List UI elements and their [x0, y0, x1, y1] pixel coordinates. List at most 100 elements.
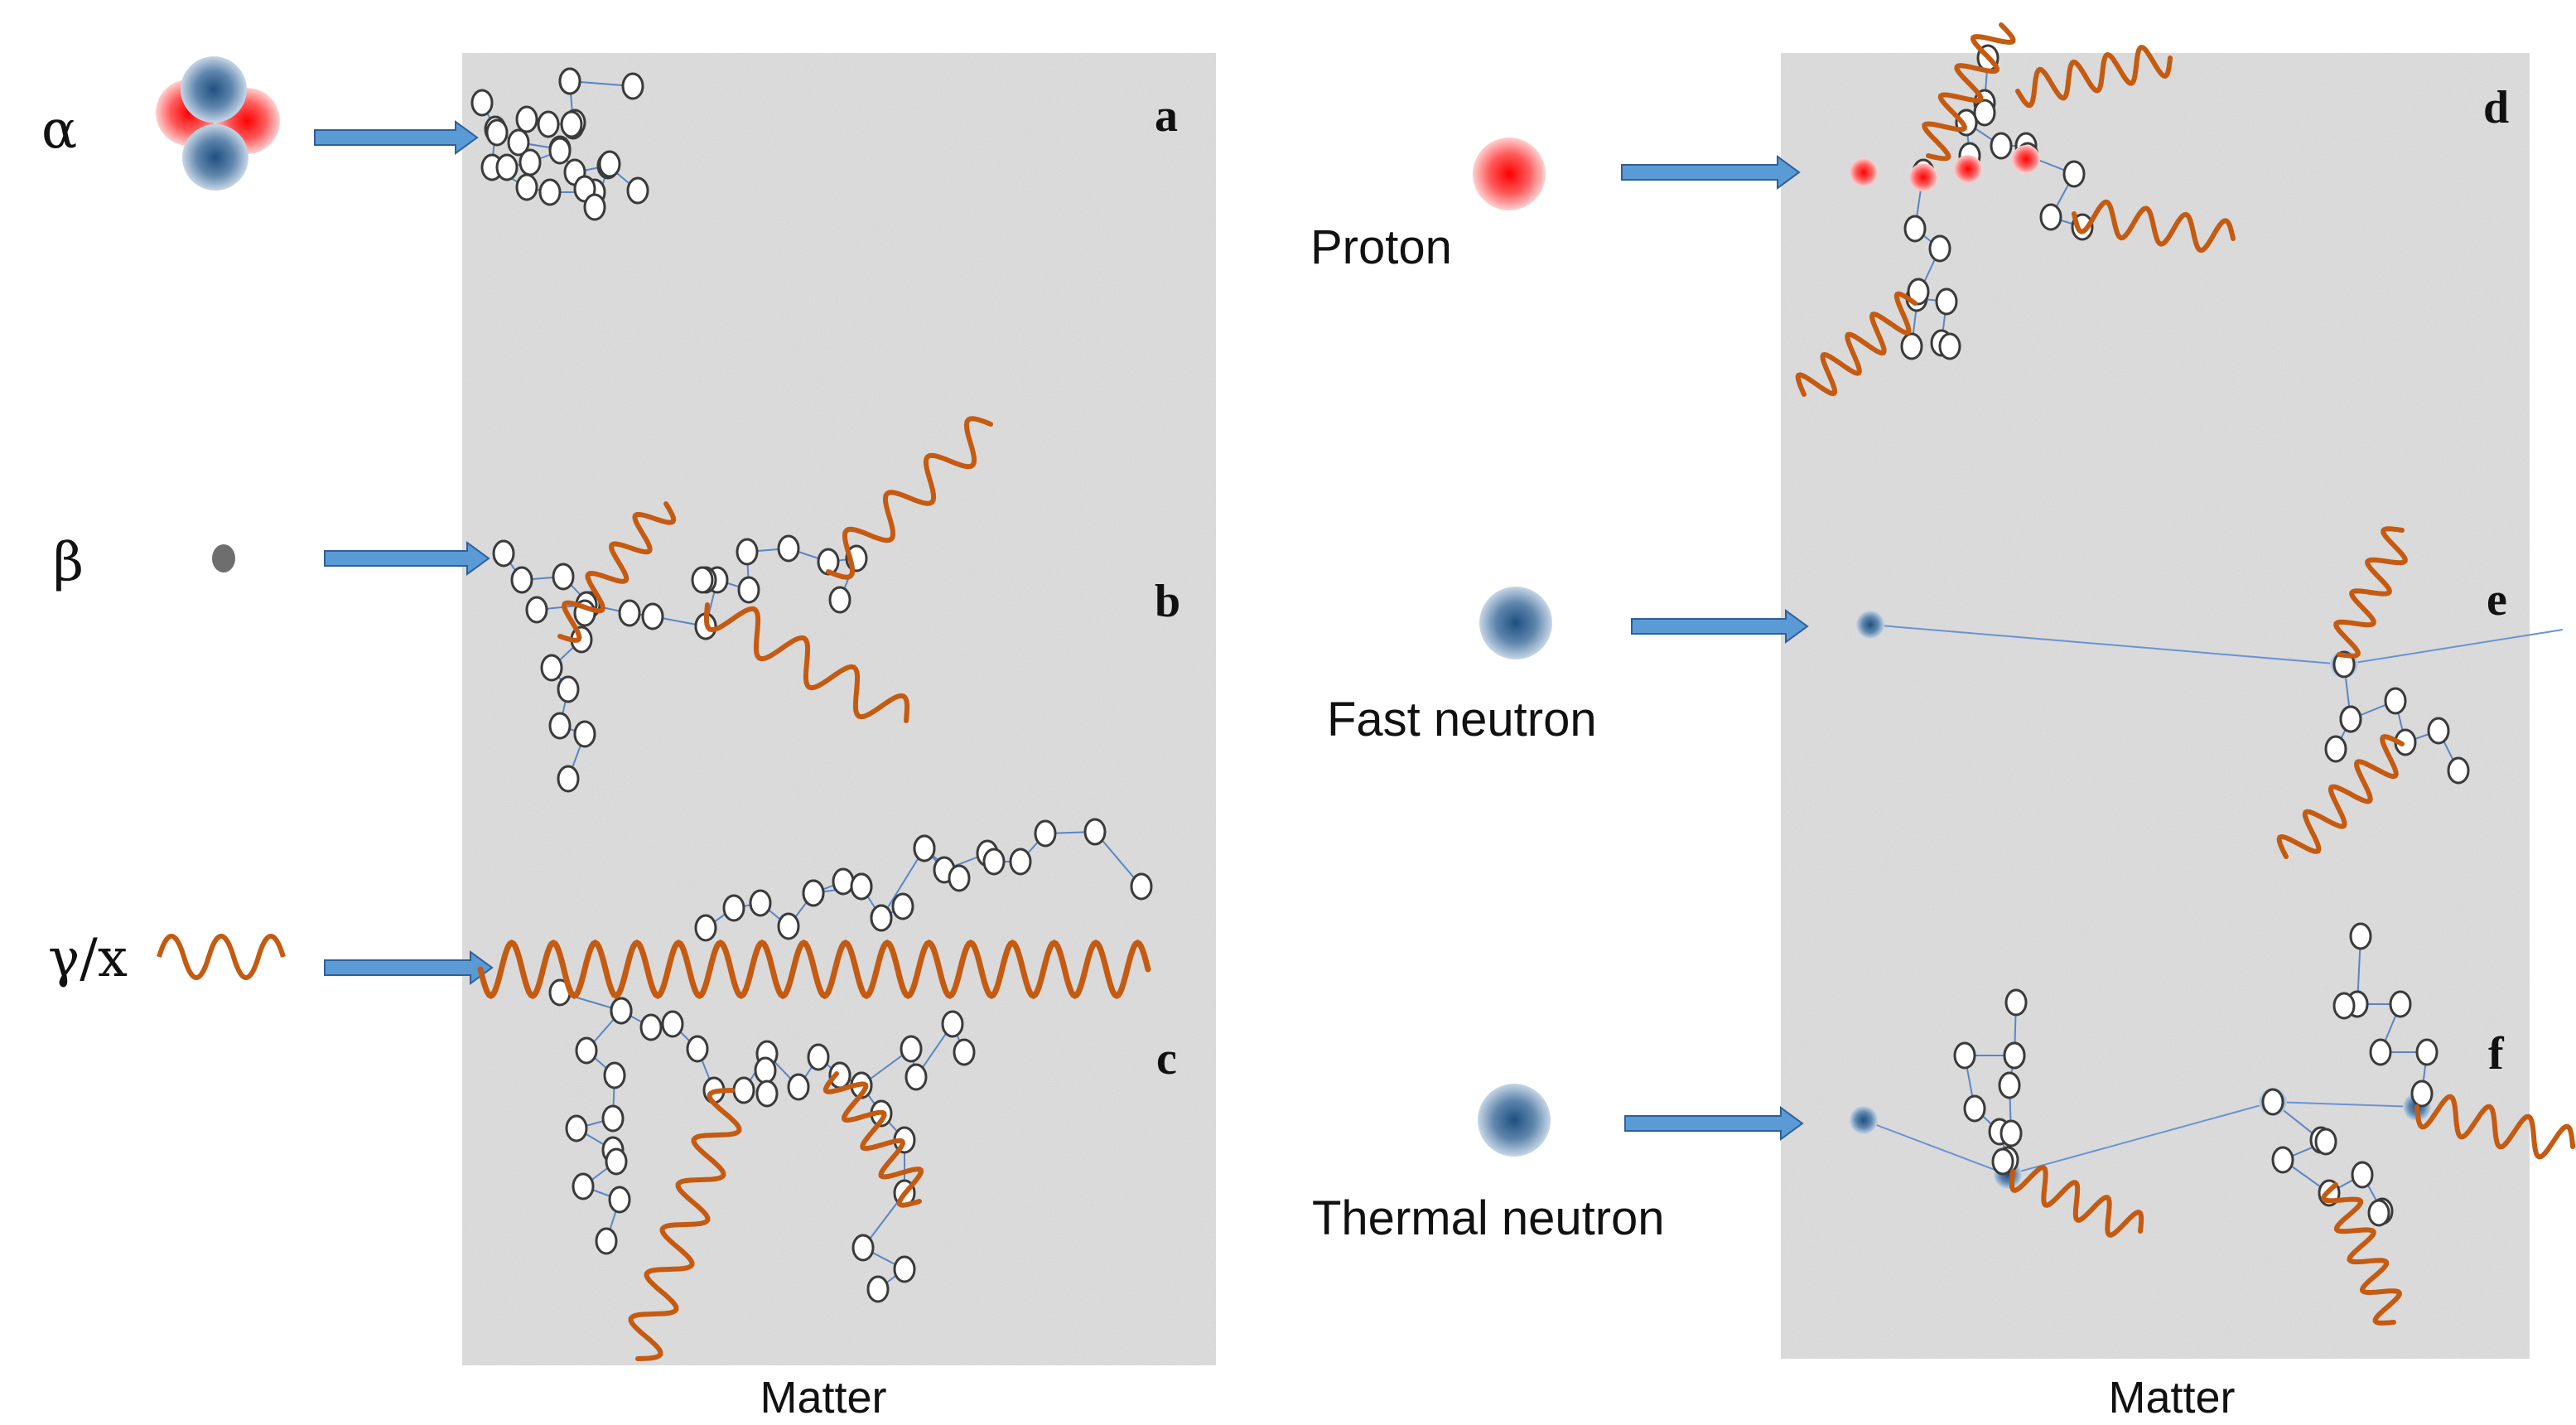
- struck-nucleus: [1856, 611, 1884, 639]
- panel-label-b: b: [1155, 576, 1180, 627]
- alpha-label: α: [41, 99, 77, 161]
- ionized-atom: [548, 137, 572, 165]
- ionized-atom: [552, 563, 575, 591]
- ionized-atom: [2261, 1088, 2284, 1116]
- ionized-atom: [608, 1186, 631, 1214]
- panel-label-e: e: [2487, 574, 2507, 626]
- ionized-atom: [603, 1061, 626, 1089]
- photon-wave: [2333, 526, 2408, 659]
- photon-wave: [2276, 734, 2405, 859]
- ionized-atom: [2447, 756, 2470, 785]
- struck-nucleus: [1954, 155, 1982, 183]
- panel-label-c: c: [1156, 1033, 1177, 1084]
- ionized-atom: [953, 1038, 976, 1066]
- photon-wave: [1922, 22, 2016, 162]
- ionized-atom: [870, 904, 893, 932]
- ionized-atom: [2410, 1080, 2434, 1108]
- ionized-atom: [470, 89, 494, 117]
- ionized-atom: [2351, 1161, 2374, 1189]
- ionized-atom: [2062, 160, 2086, 188]
- ionized-atom: [722, 894, 745, 922]
- ionized-atom: [2003, 1041, 2026, 1070]
- ionized-atom: [538, 178, 562, 206]
- photon-wave: [477, 940, 1151, 999]
- ionized-atom: [913, 834, 936, 862]
- ionized-atom: [510, 566, 533, 594]
- incident-arrow: [1621, 155, 1801, 190]
- ionized-atom: [2367, 1199, 2390, 1227]
- photon-wave: [826, 416, 993, 580]
- ionized-atom: [515, 173, 538, 201]
- thermal-neutron-label: Thermal neutron: [1312, 1191, 1665, 1245]
- proton-label: Proton: [1310, 220, 1452, 274]
- photon-wave: [2009, 1165, 2144, 1238]
- photon-wave: [703, 602, 910, 723]
- ionized-atom: [575, 1036, 598, 1065]
- incident-arrow: [314, 120, 479, 155]
- ionized-atom: [1973, 99, 1996, 127]
- ionized-atom: [2271, 1146, 2294, 1174]
- ionized-atom: [891, 892, 914, 920]
- photon-wave: [2321, 1182, 2402, 1326]
- ionized-atom: [641, 602, 664, 630]
- ionized-atom: [557, 675, 580, 703]
- particle-track: [1863, 1100, 2418, 1176]
- ionized-atom: [548, 712, 572, 740]
- ionized-atom: [618, 599, 641, 627]
- photon-wave: [557, 501, 677, 643]
- ionized-atom: [754, 1056, 777, 1084]
- ionized-atom: [893, 1255, 916, 1283]
- ionized-atom: [866, 1275, 890, 1303]
- ionized-atom: [1903, 215, 1927, 243]
- ionized-atom: [537, 110, 560, 138]
- matter-block-left: [462, 53, 1216, 1365]
- ionized-atom: [941, 1010, 964, 1038]
- incident-arrow: [1624, 1106, 1804, 1141]
- ionized-atom: [565, 1114, 588, 1142]
- ionized-atom: [1034, 819, 1057, 848]
- ionized-atom: [540, 654, 563, 682]
- thermal-neutron-icon: [1478, 1084, 1551, 1157]
- matter-block-right: [1781, 53, 2530, 1359]
- ionized-atom: [904, 1063, 928, 1091]
- ionized-atom: [737, 576, 760, 604]
- ionized-atom: [572, 1172, 595, 1200]
- ionized-atom: [828, 586, 851, 614]
- alpha-particle-icon: [156, 56, 280, 191]
- ionized-atom: [1991, 1147, 2014, 1176]
- ionized-atom: [2314, 1128, 2337, 1156]
- ionized-atom: [694, 914, 717, 942]
- ionized-atom: [1998, 1071, 2021, 1099]
- photon-wave: [2015, 44, 2173, 109]
- ionized-atom: [1990, 132, 2013, 160]
- ionized-atom: [1907, 278, 1930, 306]
- ionized-atom: [2384, 687, 2407, 715]
- ionized-atom: [832, 867, 855, 896]
- panel-label-a: a: [1155, 90, 1178, 142]
- ionized-atom: [1009, 848, 1032, 876]
- ionized-atom: [639, 1013, 663, 1041]
- ionized-atom: [900, 1035, 923, 1063]
- ionized-atom: [807, 1043, 830, 1071]
- ionized-atom: [1963, 1094, 1986, 1123]
- ionized-atom: [2369, 1038, 2392, 1066]
- ionized-atom: [492, 539, 515, 568]
- ionized-atom: [621, 72, 644, 100]
- ionized-atom: [595, 1227, 618, 1255]
- ionization-bond: [880, 848, 925, 919]
- ionized-atom: [601, 1104, 625, 1133]
- ionized-atom: [2332, 992, 2356, 1020]
- incident-arrows: [314, 120, 1809, 1141]
- struck-nucleus: [1909, 163, 1937, 191]
- gamma-label: γ/x: [48, 928, 128, 989]
- struck-nucleus: [2012, 145, 2040, 173]
- ionized-atom: [557, 765, 580, 793]
- matter-caption-right: Matter: [2108, 1373, 2235, 1423]
- ionized-atom: [626, 176, 649, 205]
- ionized-atom: [749, 889, 772, 917]
- ionized-atom: [948, 864, 971, 892]
- ionized-atom: [736, 538, 759, 566]
- ionized-atom: [598, 150, 621, 178]
- incident-arrow: [324, 541, 490, 576]
